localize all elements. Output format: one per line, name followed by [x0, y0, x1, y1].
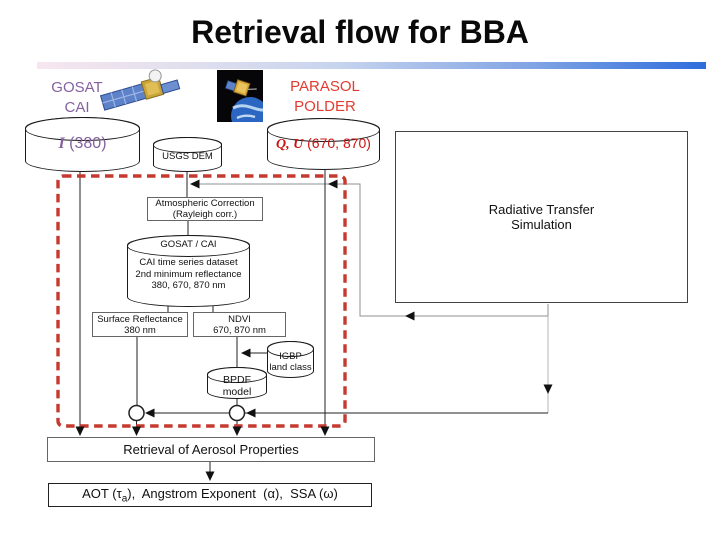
arrowhead-left-node2	[246, 408, 256, 418]
igbp-label: IGBP land class	[268, 342, 313, 373]
igbp-line1: IGBP	[279, 351, 302, 362]
parasol-satellite-icon	[217, 70, 263, 122]
ndvi-line2: 670, 870 nm	[213, 324, 266, 336]
arrowhead-left-usgs	[190, 179, 200, 189]
atmospheric-correction-box: Atmospheric Correction (Rayleigh corr.)	[147, 197, 263, 221]
aerosol-products-box: AOT (τa), Angstrom Exponent (α), SSA (ω)	[48, 483, 372, 507]
arrowhead-down-rt	[543, 384, 553, 394]
gosat-satellite-icon	[100, 69, 181, 111]
sr-line2: 380 nm	[124, 324, 156, 336]
gosat-product-cylinder: I (380)	[24, 116, 141, 172]
cai-line1: CAI time series dataset	[139, 257, 238, 268]
tau-subscript: a	[121, 493, 128, 505]
bpdf-model-cylinder: BPDF model	[206, 366, 268, 399]
arrowhead-left-feedback	[405, 311, 415, 321]
atmos-line1: Atmospheric Correction	[155, 198, 255, 209]
usgs-dem-label: USGS DEM	[162, 151, 213, 162]
combine-node-1	[128, 404, 145, 422]
arrowhead-left-qu	[328, 179, 338, 189]
cai-line2: 2nd minimum reflectance	[135, 268, 242, 280]
arrowhead-left-node1	[145, 408, 155, 418]
page-title: Retrieval flow for BBA	[191, 14, 529, 50]
gosat-label-line2: CAI	[64, 99, 90, 116]
parasol-label-line2: POLDER	[294, 98, 356, 115]
parasol-label-line1: PARASOL	[290, 78, 360, 95]
igbp-line2: land class	[269, 362, 312, 373]
cai-dataset-body: CAI time series dataset 2nd minimum refl…	[128, 250, 249, 292]
gosat-product-label: I (380)	[58, 135, 107, 152]
radiative-transfer-simulation-box: Radiative Transfer Simulation	[395, 131, 688, 303]
gosat-label-line1: GOSAT	[51, 79, 103, 96]
arrowhead-left-igbp	[241, 348, 251, 358]
arrowhead-down-output	[205, 471, 215, 481]
cai-dataset-header: GOSAT / CAI	[160, 239, 217, 250]
rt-feedback-line-top	[197, 183, 549, 317]
aerosol-products-label: AOT (τa), Angstrom Exponent (α), SSA (ω)	[82, 485, 338, 505]
atmos-line2: (Rayleigh corr.)	[172, 209, 238, 220]
usgs-dem-cylinder: USGS DEM	[152, 136, 223, 172]
cai-dataset-cylinder: GOSAT / CAI CAI time series dataset 2nd …	[126, 234, 251, 307]
parasol-product-label: Q, U (670, 870)	[276, 135, 371, 152]
rt-line2: Simulation	[511, 217, 572, 232]
arrowhead-down-node2	[232, 426, 242, 436]
bpdf-label: BPDF model	[208, 368, 266, 398]
combine-node-2	[228, 404, 246, 422]
cai-line3: 380, 670, 870 nm	[151, 280, 226, 291]
ndvi-box: NDVI 670, 870 nm	[193, 312, 286, 337]
parasol-product-cylinder: Q, U (670, 870)	[266, 117, 381, 170]
sr-line1: Surface Reflectance	[97, 313, 183, 325]
surface-reflectance-box: Surface Reflectance 380 nm	[92, 312, 188, 337]
ndvi-line1: NDVI	[228, 313, 251, 325]
retrieval-label: Retrieval of Aerosol Properties	[123, 442, 299, 457]
parasol-label: PARASOL POLDER	[284, 77, 366, 117]
arrowhead-down-i380	[75, 426, 85, 436]
arrowhead-down-qu	[320, 426, 330, 436]
rt-line1: Radiative Transfer	[488, 202, 595, 217]
igbp-land-class-cylinder: IGBP land class	[266, 340, 315, 378]
arrowhead-down-node1	[132, 426, 141, 436]
bpdf-line2: model	[222, 386, 252, 398]
bpdf-line1: BPDF	[222, 374, 251, 386]
title-rule-gradient-bar	[37, 62, 706, 69]
retrieval-box: Retrieval of Aerosol Properties	[47, 437, 375, 462]
gosat-label: GOSAT CAI	[36, 78, 118, 118]
